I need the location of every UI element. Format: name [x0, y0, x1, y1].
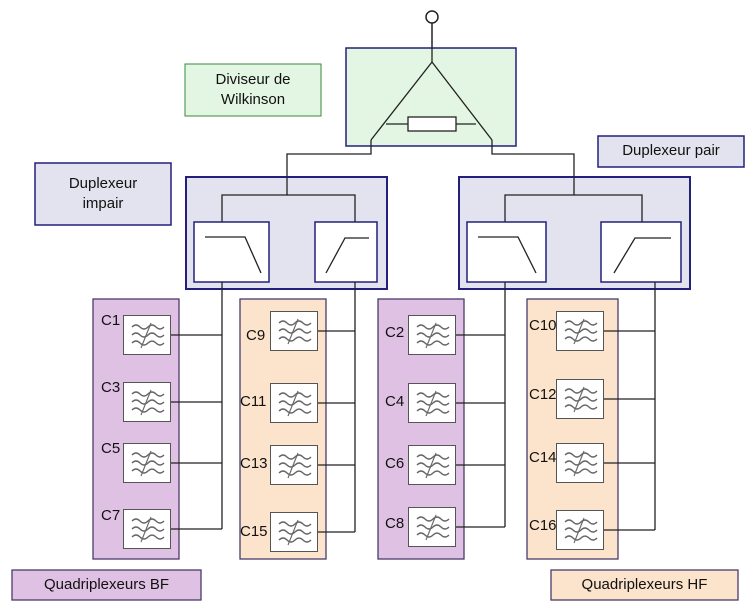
channel-label: C6	[385, 455, 405, 472]
antenna-icon	[425, 10, 439, 48]
channel-label: C5	[101, 440, 121, 457]
wilkinson-to-duplexer-lines	[286, 146, 575, 177]
duplexer-even-block	[458, 176, 691, 290]
channel-label: C2	[385, 324, 405, 341]
resistor-icon	[407, 116, 457, 132]
quad-hf-label-box	[550, 569, 739, 601]
duplexer-even-label-box	[597, 135, 745, 168]
highpass-filter-icon	[600, 221, 682, 283]
duplexer-odd-block	[185, 176, 388, 290]
channel-label: C7	[101, 507, 121, 524]
channel-label: C4	[385, 393, 405, 410]
wilkinson-label: Diviseur de Wilkinson	[185, 70, 321, 110]
lowpass-filter-icon	[466, 221, 547, 283]
lowpass-filter-icon	[193, 221, 270, 283]
wilkinson-label-line2: Wilkinson	[220, 91, 286, 108]
quad-lf-label-box	[11, 569, 202, 601]
channel-label: C14	[529, 449, 557, 466]
channel-label: C11	[240, 393, 267, 410]
channel-label: C10	[529, 317, 557, 334]
wilkinson-label-box	[184, 63, 322, 117]
wilkinson-divider-block	[345, 47, 517, 147]
channel-label: C1	[101, 312, 121, 329]
wilkinson-label-line1: Diviseur de	[215, 71, 291, 88]
duplexer-odd-label-box	[34, 162, 172, 226]
quad-hf-label: Quadriplexeurs HF	[581, 576, 708, 593]
duplexer-even-label: Duplexeur pair	[622, 142, 720, 159]
duplexer-odd-label: Duplexeur impair	[35, 174, 171, 214]
duplexer-odd-label-line1: Duplexeur	[68, 175, 138, 192]
channel-label: C13	[240, 455, 268, 472]
channel-label: C16	[529, 517, 557, 534]
channel-label: C15	[240, 523, 268, 540]
highpass-filter-icon	[314, 221, 378, 283]
channel-label: C9	[246, 327, 266, 344]
feed-lines	[171, 282, 656, 533]
channel-label: C8	[385, 515, 405, 532]
quad-lf-label: Quadriplexeurs BF	[43, 576, 170, 593]
channel-label: C12	[529, 386, 557, 403]
channel-label: C3	[101, 379, 121, 396]
duplexer-odd-label-line2: impair	[82, 195, 124, 212]
